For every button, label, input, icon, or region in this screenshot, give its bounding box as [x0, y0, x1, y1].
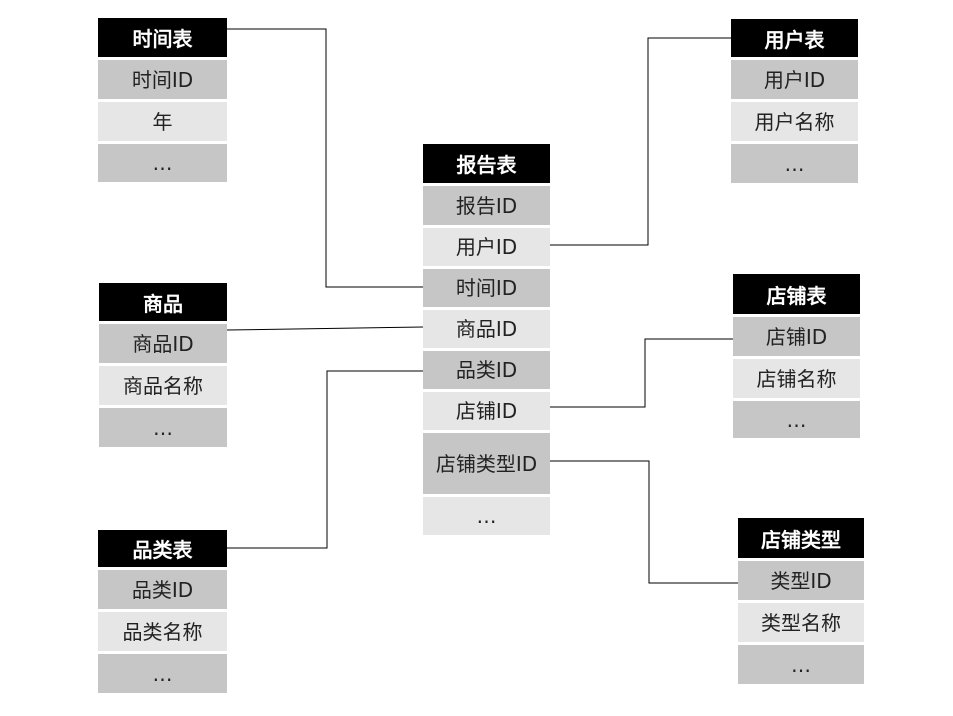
- product-table-row-product-name: 商品名称: [99, 363, 227, 405]
- report-table-title: 报告表: [423, 144, 550, 183]
- category-table-row-more: …: [98, 651, 227, 693]
- report-table-row-user-id: 用户ID: [423, 225, 550, 266]
- store-type-table-row-type-name: 类型名称: [738, 600, 864, 642]
- category-table-row-category-name: 品类名称: [98, 609, 227, 651]
- product-table-row-product-id: 商品ID: [99, 321, 227, 363]
- time-table-row-year: 年: [98, 99, 227, 141]
- store-type-table: 店铺类型 类型ID 类型名称 …: [738, 518, 864, 684]
- store-table-row-more: …: [733, 398, 860, 438]
- user-table-row-user-name: 用户名称: [731, 99, 858, 141]
- product-table: 商品 商品ID 商品名称 …: [99, 283, 227, 447]
- store-type-table-row-more: …: [738, 642, 864, 684]
- store-type-table-row-type-id: 类型ID: [738, 558, 864, 600]
- connector-storetype: [550, 460, 738, 584]
- store-table-row-store-id: 店铺ID: [733, 314, 860, 356]
- connector-product: [226, 326, 424, 331]
- store-table-title: 店铺表: [733, 274, 860, 314]
- category-table-row-category-id: 品类ID: [98, 567, 227, 609]
- connector-store: [550, 338, 733, 408]
- user-table-title: 用户表: [731, 19, 858, 57]
- category-table: 品类表 品类ID 品类名称 …: [98, 530, 227, 693]
- connector-category: [227, 370, 423, 549]
- category-table-title: 品类表: [98, 530, 227, 567]
- user-table: 用户表 用户ID 用户名称 …: [731, 19, 858, 183]
- report-table-row-product-id: 商品ID: [423, 307, 550, 348]
- time-table-title: 时间表: [98, 18, 227, 57]
- report-table-row-category-id: 品类ID: [423, 348, 550, 389]
- time-table: 时间表 时间ID 年 …: [98, 18, 227, 182]
- user-table-row-user-id: 用户ID: [731, 57, 858, 99]
- connector-time: [227, 28, 423, 288]
- product-table-row-more: …: [99, 405, 227, 447]
- report-table-row-time-id: 时间ID: [423, 266, 550, 307]
- store-table: 店铺表 店铺ID 店铺名称 …: [733, 274, 860, 438]
- report-table-row-more: …: [423, 494, 550, 535]
- store-type-table-title: 店铺类型: [738, 518, 864, 558]
- report-table-row-store-type-id: 店铺类型ID: [423, 430, 550, 494]
- report-table-row-report-id: 报告ID: [423, 183, 550, 225]
- connector-user: [550, 37, 731, 246]
- report-table: 报告表 报告ID 用户ID 时间ID 商品ID 品类ID 店铺ID 店铺类型ID…: [423, 144, 550, 535]
- user-table-row-more: …: [731, 141, 858, 183]
- report-table-row-store-id: 店铺ID: [423, 389, 550, 430]
- product-table-title: 商品: [99, 283, 227, 321]
- store-table-row-store-name: 店铺名称: [733, 356, 860, 398]
- time-table-row-time-id: 时间ID: [98, 57, 227, 99]
- time-table-row-more: …: [98, 141, 227, 182]
